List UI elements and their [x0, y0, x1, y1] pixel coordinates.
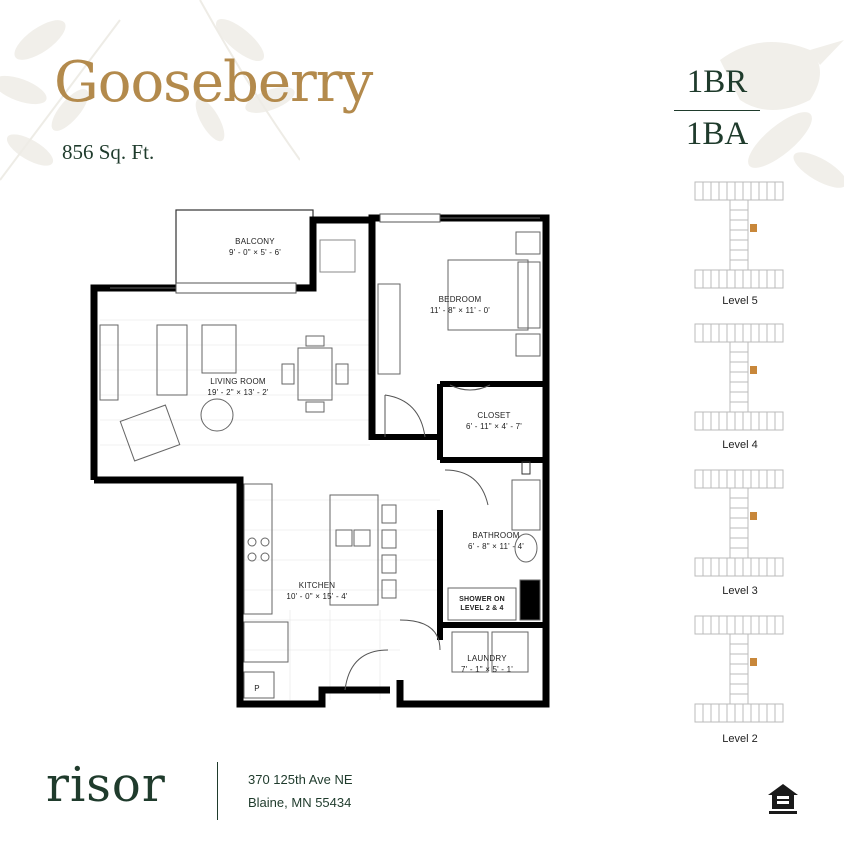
room-bedroom: BEDROOM 11' - 8" × 11' - 0' — [415, 294, 505, 316]
nightstand — [515, 231, 541, 255]
dryer — [491, 631, 529, 673]
room-bathroom: BATHROOM 6' - 8" × 11' - 4' — [452, 530, 540, 552]
unit-location-marker — [750, 366, 757, 374]
dresser — [377, 283, 401, 375]
room-closet-name: CLOSET — [477, 411, 511, 420]
kitchen-island — [329, 494, 379, 606]
laundry-door — [399, 619, 441, 651]
room-kitchen: KITCHEN 10' - 0" × 15' - 4' — [272, 580, 362, 602]
room-bedroom-dims: 11' - 8" × 11' - 0' — [429, 306, 491, 315]
address-line-2: Blaine, MN 55434 — [248, 795, 352, 810]
keyplan-level-4: Level 4 — [690, 322, 790, 451]
bedroom-door — [384, 394, 426, 438]
room-laundry: LAUNDRY 7' - 1" × 5' - 1' — [442, 653, 532, 675]
room-laundry-dims: 7' - 1" × 5' - 1' — [461, 665, 513, 674]
unit-location-marker — [750, 512, 757, 520]
square-footage: 856 Sq. Ft. — [62, 140, 155, 164]
balcony-chair — [319, 239, 356, 273]
unit-location-marker — [750, 658, 757, 666]
bath-door — [444, 469, 489, 506]
leaf-decoration-icon — [0, 0, 300, 181]
shower — [447, 587, 517, 621]
toilet — [514, 533, 538, 563]
room-balcony: BALCONY 9' - 0" × 5' - 6' — [210, 236, 300, 258]
keyplan-level-2-label: Level 2 — [722, 733, 758, 745]
equal-housing-opportunity-icon — [768, 784, 798, 814]
room-balcony-dims: 9' - 0" × 5' - 6' — [229, 248, 281, 257]
bathroom-count: 1BA — [685, 116, 749, 152]
room-closet: CLOSET 6' - 11" × 4' - 7' — [450, 410, 538, 432]
hummingbird-decoration-icon — [720, 40, 844, 188]
room-living: LIVING ROOM 19' - 2" × 13' - 2' — [188, 376, 288, 398]
pantry-label: P — [254, 684, 260, 693]
keyplan-level-3-label: Level 3 — [722, 585, 758, 597]
brand-logo: risor — [46, 757, 166, 813]
refrigerator — [243, 621, 289, 663]
coffee-table — [156, 324, 188, 396]
nightstand-2 — [515, 333, 541, 357]
exterior-wall-main — [90, 214, 550, 708]
tv-console — [99, 324, 119, 401]
unit-type-divider — [674, 110, 760, 111]
pantry-box — [243, 671, 275, 699]
keyplan-level-3: Level 3 — [690, 468, 790, 597]
shower-note-line2: LEVEL 2 & 4 — [460, 605, 504, 612]
bed — [447, 259, 529, 331]
keyplan-level-5: Level 5 — [690, 180, 790, 307]
room-bedroom-name: BEDROOM — [438, 295, 482, 304]
bedroom-count: 1BR — [686, 64, 748, 100]
entry-door — [344, 649, 389, 691]
shower-note-line1: SHOWER ON — [459, 596, 505, 603]
room-closet-dims: 6' - 11" × 4' - 7' — [465, 422, 522, 431]
room-living-name: LIVING ROOM — [210, 377, 266, 386]
room-kitchen-name: KITCHEN — [298, 581, 336, 590]
room-living-dims: 19' - 2" × 13' - 2' — [207, 388, 269, 397]
keyplan-level-2: Level 2 — [690, 614, 790, 745]
shower-note: SHOWER ON LEVEL 2 & 4 — [448, 595, 516, 613]
vanity — [511, 479, 541, 531]
listing-title: Gooseberry — [54, 50, 373, 115]
closet-door — [449, 384, 491, 391]
keyplan-level-4-label: Level 4 — [722, 439, 758, 451]
room-bathroom-name: BATHROOM — [472, 531, 520, 540]
address-line-1: 370 125th Ave NE — [248, 772, 353, 787]
room-balcony-name: BALCONY — [235, 237, 275, 246]
kitchen-counter — [243, 483, 273, 615]
lounge-chair — [119, 404, 181, 462]
footer-divider — [217, 762, 218, 820]
room-bathroom-dims: 6' - 8" × 11' - 4' — [467, 542, 524, 551]
keyplan-level-5-label: Level 5 — [722, 295, 758, 307]
washer — [451, 631, 489, 673]
unit-location-marker — [750, 224, 757, 232]
armchair — [201, 324, 237, 374]
room-laundry-name: LAUNDRY — [467, 654, 507, 663]
dining-table — [297, 347, 333, 401]
room-kitchen-dims: 10' - 0" × 15' - 4' — [286, 592, 348, 601]
side-table — [200, 398, 234, 432]
